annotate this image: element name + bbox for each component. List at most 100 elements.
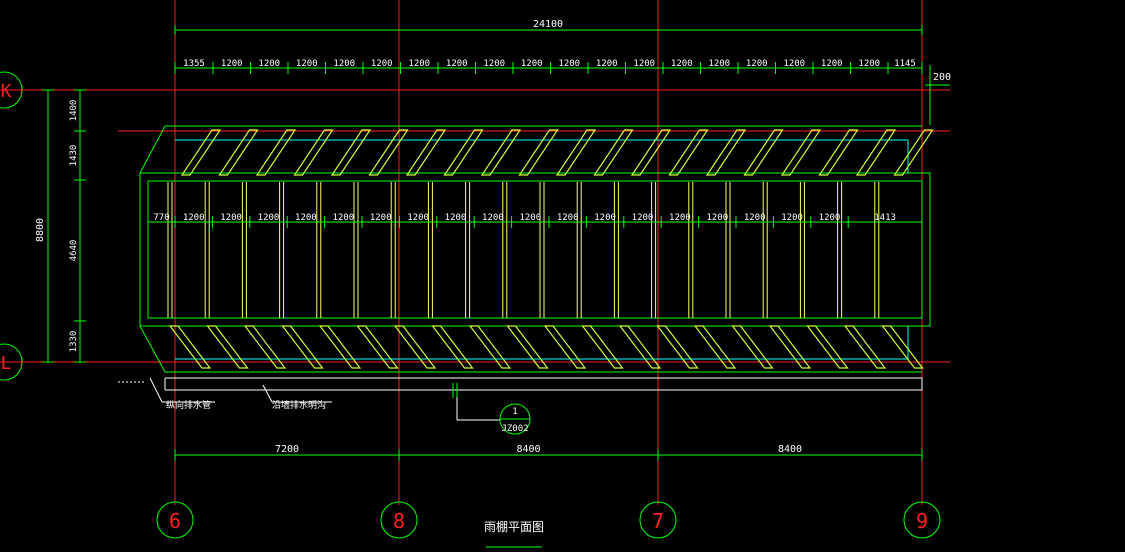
top-dimension-text: 1200 <box>258 59 280 69</box>
inner-dimension-text: 1200 <box>220 213 242 223</box>
bottom-rafter <box>881 325 924 369</box>
annotations: 纵向排水管 沿墙排水明沟 1 JZ002 <box>118 377 531 435</box>
top-rafter <box>255 129 297 176</box>
canopy-outline <box>139 125 931 391</box>
inner-dimension-text: 1200 <box>781 213 803 223</box>
column-axis-bubble <box>903 501 941 539</box>
top-dimension-chain: 1355 1200 1200 1200 1200 1200 1200 1200 1200 1200… <box>174 59 923 74</box>
top-rafter <box>855 129 897 176</box>
bottom-rafter <box>506 325 549 369</box>
top-rafter <box>743 129 784 176</box>
top-dimension-text: 1200 <box>671 59 693 69</box>
inner-dimension-text: 1200 <box>370 213 392 223</box>
bottom-rafter <box>618 325 662 369</box>
overall-dimension: 24100 <box>174 19 923 35</box>
top-dimension-text: 1200 <box>483 59 505 69</box>
left-total-dimension: 8800 <box>35 218 46 242</box>
top-dimension-text: 1200 <box>633 59 655 69</box>
top-dimension-text: 1200 <box>333 59 355 69</box>
bottom-rafter <box>168 325 212 369</box>
top-rafter <box>818 129 859 176</box>
top-dimension-text: 1200 <box>596 59 618 69</box>
bottom-rafter <box>243 325 287 369</box>
top-rafter <box>668 129 709 176</box>
column-axis-label: 8 <box>393 509 405 533</box>
right-dimension-text: 200 <box>933 72 951 83</box>
inner-dimension-text: 1200 <box>407 213 429 223</box>
bottom-dimension-text: 7200 <box>275 444 299 455</box>
row-axis-label: K <box>1 81 12 102</box>
column-axis-bubble <box>380 501 418 539</box>
top-rafter <box>480 129 522 176</box>
vertical-purlins <box>167 182 880 318</box>
top-rafter <box>330 129 372 176</box>
bottom-rafter <box>281 325 324 369</box>
top-dimension-text: 1145 <box>894 59 916 69</box>
inner-dimension-text: 1200 <box>706 213 728 223</box>
bottom-rafter <box>693 325 737 369</box>
top-dimension-text: 1200 <box>446 59 468 69</box>
top-dimension-text: 1200 <box>221 59 243 69</box>
inner-dimension-text: 1200 <box>632 213 654 223</box>
bottom-rafter <box>731 325 774 369</box>
inner-dimension-text: 1200 <box>594 213 616 223</box>
bottom-rafter <box>356 325 399 369</box>
top-dimension-text: 1200 <box>821 59 843 69</box>
top-dimension-text: 1200 <box>371 59 393 69</box>
top-dimension-text: 1200 <box>708 59 730 69</box>
top-dimension-text: 1355 <box>183 59 205 69</box>
bottom-rafter <box>806 325 849 369</box>
top-dimension-text: 1200 <box>858 59 880 69</box>
inner-dimension-text: 1200 <box>819 213 841 223</box>
left-dimension-text: 1400 <box>69 100 79 122</box>
row-axis-bubble <box>0 71 23 109</box>
axis-lines <box>0 0 950 505</box>
top-rafter <box>518 129 559 176</box>
column-axis-label: 7 <box>652 509 664 533</box>
top-rafter <box>180 129 222 176</box>
bottom-rafter <box>543 325 587 369</box>
top-rafter <box>893 129 934 176</box>
detail-sheet: JZ002 <box>501 424 528 434</box>
top-rafter <box>293 129 334 176</box>
overall-dimension-text: 24100 <box>533 19 563 30</box>
inner-dimension-text: 1200 <box>295 213 317 223</box>
inner-dimension-text: 1200 <box>183 213 205 223</box>
top-dimension-text: 1200 <box>521 59 543 69</box>
top-rafter <box>555 129 597 176</box>
inner-dimension-text: 1200 <box>332 213 354 223</box>
top-rafter <box>780 129 822 176</box>
inner-dimension-text: 1200 <box>669 213 691 223</box>
drawing-title: 雨棚平面图 <box>484 519 544 534</box>
right-dimension: 200 <box>925 65 951 125</box>
detail-number: 1 <box>512 407 517 417</box>
top-rafter <box>443 129 484 176</box>
bottom-rafter <box>468 325 512 369</box>
left-dimension-text: 4640 <box>69 240 79 262</box>
top-rafter <box>405 129 447 176</box>
top-dimension-text: 1200 <box>296 59 318 69</box>
inner-dimension-text: 1200 <box>557 213 579 223</box>
top-dimension-text: 1200 <box>408 59 430 69</box>
bottom-rafter <box>206 325 249 369</box>
top-rafter <box>218 129 259 176</box>
bottom-dimension-text: 8400 <box>516 444 540 455</box>
drain-pipe-label: 纵向排水管 <box>166 399 211 411</box>
bottom-rafter <box>768 325 812 369</box>
column-axis-bubble <box>639 501 677 539</box>
top-dimension-text: 1200 <box>558 59 580 69</box>
row-axis-bubble <box>0 343 23 381</box>
diagonal-rafters <box>168 129 934 369</box>
left-dimension-text: 1430 <box>69 145 79 167</box>
bottom-rafter <box>431 325 474 369</box>
bottom-rafter <box>393 325 437 369</box>
top-dimension-text: 1200 <box>783 59 805 69</box>
top-rafter <box>593 129 634 176</box>
column-axis-bubble <box>156 501 194 539</box>
bottom-rafter <box>843 325 887 369</box>
inner-dimension-text: 1413 <box>874 213 896 223</box>
top-rafter <box>630 129 672 176</box>
